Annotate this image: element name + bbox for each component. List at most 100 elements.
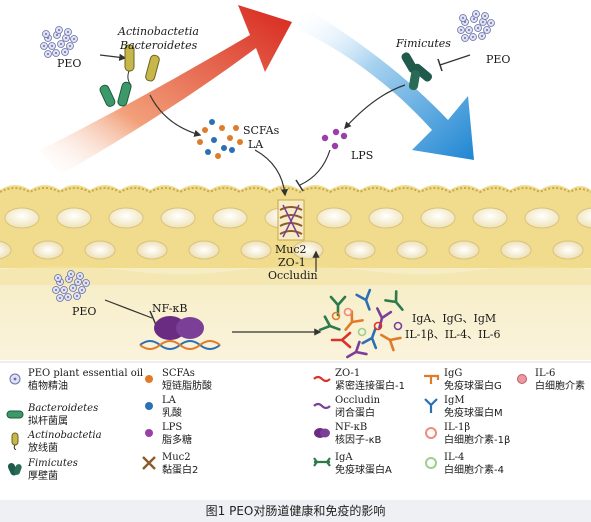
legend-label-zh: 脂多糖 — [162, 434, 192, 446]
legend-label-en: LPS — [162, 422, 183, 433]
legend-label-en: Actinobactetia — [28, 430, 102, 441]
il6-dot-icon — [513, 370, 531, 392]
orange-dot-icon — [140, 370, 158, 392]
peo-cluster-bottom-icon — [52, 270, 90, 302]
firmicutes-bacteria-icon — [401, 52, 433, 91]
legend-label-zh: 黏蛋白2 — [162, 464, 199, 476]
igg-antibody-icon — [422, 370, 440, 392]
dark-rod-bacterium-icon — [6, 460, 24, 482]
il4-ring-icon — [422, 454, 440, 476]
legend-label-en: IL-1β — [444, 422, 471, 433]
peo-to-bacteria-arrow — [99, 53, 127, 61]
label-lps: LPS — [351, 149, 374, 162]
iga-antibody-icon — [313, 454, 331, 476]
scfa-la-cluster-icon — [197, 119, 243, 159]
peo-cluster-right-icon — [457, 10, 495, 42]
red-line-icon — [313, 370, 331, 392]
legend-label-zh: 白细胞介素-4 — [444, 464, 504, 476]
label-immune-line2: IL-1β、IL-4、IL-6 — [405, 328, 501, 341]
bacteria-top-icon — [99, 44, 160, 107]
firmicutes-to-lps-arrow — [344, 84, 406, 130]
legend-label-zh: 短链脂肪酸 — [162, 380, 212, 392]
label-la: LA — [248, 138, 264, 151]
peo-inhibit-firmicutes — [439, 54, 471, 66]
legend-label-en: Bacteroidetes — [28, 403, 99, 414]
legend-label-en: Muc2 — [162, 452, 191, 463]
label-actinobacteria: Actinobactetia — [118, 25, 199, 38]
purple-dot-icon — [140, 424, 158, 446]
il1b-ring-icon — [422, 424, 440, 446]
legend-label-en: LA — [162, 395, 176, 406]
label-bacteroidetes: Bacteroidetes — [120, 39, 198, 52]
legend-label-en: Occludin — [335, 395, 381, 406]
figure-caption: 图1 PEO对肠道健康和免疫的影响 — [0, 500, 591, 522]
decrease-arrow — [300, 5, 474, 160]
legend-label-en: Fimicutes — [28, 458, 78, 469]
label-scfas: SCFAs — [243, 124, 280, 137]
legend-label-zh: 厚壁菌 — [28, 470, 58, 482]
legend-label-en: PEO plant essential oil — [28, 368, 144, 379]
legend-label-en: ZO-1 — [335, 368, 361, 379]
scfa-to-barrier-arrow — [254, 149, 289, 197]
legend-label-en: SCFAs — [162, 368, 195, 379]
lps-cluster-icon — [321, 128, 348, 150]
purple-line-icon — [313, 397, 331, 419]
tight-junction-icon — [277, 199, 305, 241]
flagellated-bacterium-icon — [6, 432, 24, 454]
igm-antibody-icon — [422, 397, 440, 419]
legend-label-zh: 拟杆菌属 — [28, 415, 68, 427]
nfkb-blob-icon — [313, 424, 331, 446]
legend-label-zh: 免疫球蛋白M — [444, 407, 503, 419]
label-peo-bottom: PEO — [72, 305, 97, 318]
peo-cluster-top-icon — [40, 26, 78, 58]
legend-label-en: IgM — [444, 395, 465, 406]
legend-label-en: IL-6 — [535, 368, 556, 379]
increase-arrow — [40, 5, 292, 175]
legend-label-zh: 放线菌 — [28, 442, 58, 454]
legend-label-en: NF-κB — [335, 422, 368, 433]
legend-label-zh: 免疫球蛋白A — [335, 464, 392, 476]
epithelial-cells — [0, 207, 591, 260]
nfkb-icon — [154, 316, 204, 340]
legend-label-en: IL-4 — [444, 452, 465, 463]
immune-molecules-cluster — [318, 288, 404, 359]
legend-label-zh: 白细胞介素-1β — [444, 434, 511, 446]
muc2-icon — [140, 454, 158, 476]
label-zo1: ZO-1 — [278, 256, 306, 269]
dna-icon — [139, 340, 221, 350]
lps-inhibit-line — [299, 149, 331, 186]
legend-label-zh: 植物精油 — [28, 380, 68, 392]
legend-label-zh: 免疫球蛋白G — [444, 380, 502, 392]
label-muc2: Muc2 — [275, 243, 307, 256]
legend-label-zh: 闭合蛋白 — [335, 407, 375, 419]
label-immune-line1: IgA、IgG、IgM — [412, 312, 497, 325]
label-firmicutes: Fimicutes — [396, 37, 451, 50]
peo-inhibit-nfkb — [104, 299, 153, 319]
rod-bacterium-icon — [6, 405, 24, 427]
label-peo-top: PEO — [57, 57, 82, 70]
legend-label-zh: 白细胞介素 — [535, 380, 585, 392]
legend-label-zh: 紧密连接蛋白-1 — [335, 380, 405, 392]
diagram-svg — [0, 5, 591, 363]
label-occludin: Occludin — [268, 269, 318, 282]
legend-label-zh: 乳酸 — [162, 407, 182, 419]
legend-label-en: IgA — [335, 452, 353, 463]
dots-cluster-icon — [6, 370, 24, 392]
label-peo-right: PEO — [486, 53, 511, 66]
